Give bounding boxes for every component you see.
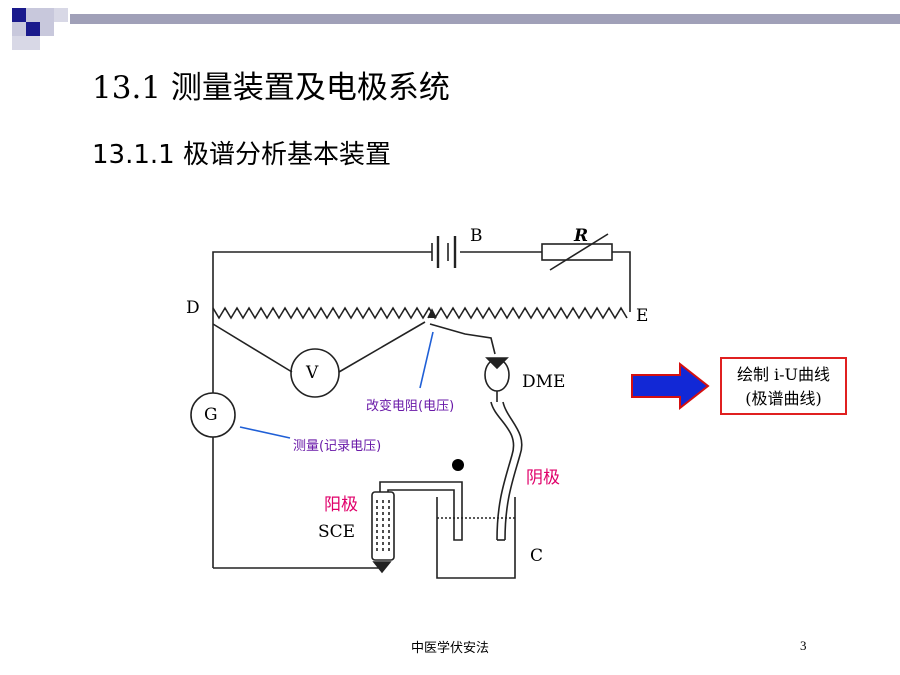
point-e-label: E <box>636 306 649 326</box>
page-number: 3 <box>800 638 807 653</box>
right-arrow-icon <box>631 361 710 411</box>
galvanometer-label: G <box>204 405 218 425</box>
slide-subtitle: 13.1.1 极谱分析基本装置 <box>92 140 391 170</box>
cell-c-label: C <box>530 546 544 566</box>
header-decoration <box>12 8 900 50</box>
header-bar <box>70 14 900 24</box>
anode-label: 阳极 <box>324 495 358 515</box>
slide-title: 13.1 测量装置及电极系统 <box>92 70 450 106</box>
change-resistance-annotation: 改变电阻(电压) <box>366 399 455 414</box>
voltmeter-label: V <box>306 363 319 383</box>
point-d-label: D <box>186 298 200 318</box>
battery-label: B <box>470 226 483 246</box>
dme-label: DME <box>522 372 566 392</box>
callout-box: 绘制 i-U曲线 (极谱曲线) <box>720 357 847 415</box>
resistor-label: R <box>574 226 589 246</box>
callout-line-2: (极谱曲线) <box>745 389 822 408</box>
callout-line-1: 绘制 i-U曲线 <box>736 365 831 384</box>
cathode-label: 阴极 <box>526 468 560 488</box>
measure-annotation: 测量(记录电压) <box>293 439 382 454</box>
sce-label: SCE <box>318 522 356 542</box>
footer-text: 中医学伏安法 <box>410 641 489 656</box>
